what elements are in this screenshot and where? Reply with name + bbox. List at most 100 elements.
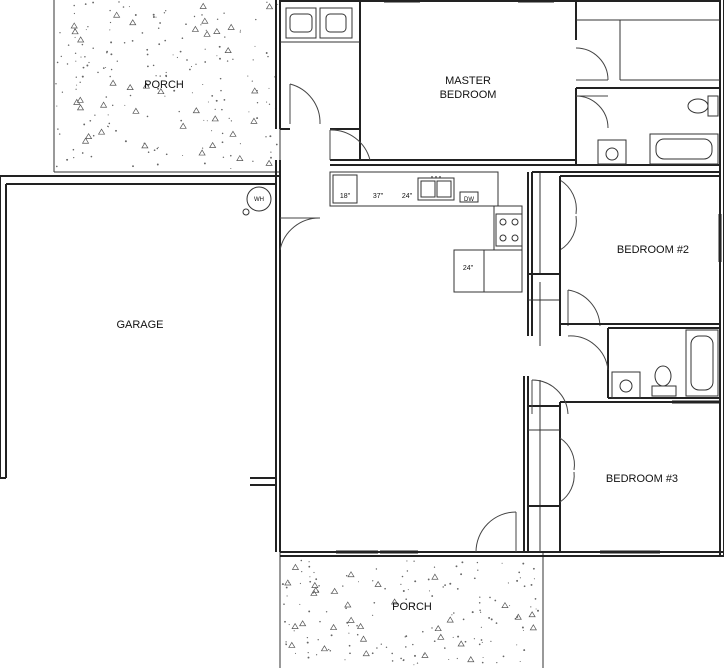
stipple-dot (221, 141, 224, 144)
stipple-dot (55, 83, 57, 85)
stipple-dot (75, 76, 77, 78)
stipple-dot (283, 603, 285, 605)
stipple-dot (92, 134, 95, 137)
stipple-dot (407, 589, 409, 591)
stipple-triangle (129, 19, 137, 26)
stipple-dot (239, 143, 241, 145)
stipple-dot (479, 596, 481, 598)
stipple-dot (348, 644, 351, 647)
stipple-dot (85, 29, 87, 31)
stipple-dot (73, 12, 75, 15)
stipple-dot (157, 87, 160, 90)
hall-toilet-icon (654, 365, 672, 387)
stipple-dot (128, 6, 130, 8)
stipple-dot (173, 89, 176, 92)
stipple-triangle (109, 79, 117, 86)
stipple-dot (73, 4, 75, 7)
stipple-dot (457, 635, 460, 638)
stipple-dot (179, 50, 182, 53)
stipple-dot (61, 91, 64, 93)
stipple-dot (204, 61, 207, 63)
stipple-dot (195, 63, 197, 65)
porch-top-label: PORCH (144, 79, 184, 91)
stipple-triangle (467, 656, 475, 663)
stipple-dot (523, 585, 526, 588)
master-bedroom-label-line1: MASTER (445, 75, 491, 87)
stipple-dot (80, 56, 82, 58)
corner-cabinet-width-label: 24" (463, 265, 474, 272)
stipple-triangle (446, 616, 454, 623)
stipple-dot (405, 646, 407, 648)
stipple-dot (106, 52, 108, 54)
stipple-dot (105, 96, 108, 98)
stipple-dot (97, 71, 99, 74)
stipple-triangle (99, 101, 108, 108)
stipple-dot (400, 657, 402, 660)
stipple-dot (308, 561, 310, 563)
stipple-dot (55, 165, 58, 168)
stipple-triangle (157, 88, 165, 95)
stipple-dot (141, 32, 144, 34)
stipple-dot (156, 163, 159, 166)
stipple-dot (220, 89, 222, 92)
stipple-dot (92, 47, 94, 50)
stipple-dot (476, 561, 479, 564)
stipple-dot (132, 165, 134, 168)
stipple-dot (285, 586, 288, 589)
stipple-dot (318, 585, 320, 587)
stipple-dot (356, 624, 358, 627)
stipple-dot (67, 44, 70, 46)
stipple-triangle (312, 586, 320, 593)
garage-door-swing (279, 217, 321, 251)
stipple-dot (256, 102, 259, 104)
stipple-triangle (344, 601, 352, 608)
stipple-dot (521, 626, 524, 629)
stipple-triangle (265, 159, 273, 166)
stipple-dot (102, 67, 105, 69)
stipple-dot (431, 627, 433, 629)
stipple-triangle (209, 141, 217, 148)
stipple-dot (165, 10, 167, 12)
stipple-dot (72, 148, 75, 151)
stipple-dot (110, 68, 113, 71)
bedroom-3-label: BEDROOM #3 (606, 473, 678, 485)
stipple-dot (516, 579, 519, 582)
stipple-dot (129, 94, 132, 97)
stipple-dot (147, 151, 150, 153)
dishwasher-icon (459, 191, 479, 203)
sink-icon (597, 139, 627, 165)
stipple-dot (308, 610, 311, 613)
stipple-dot (456, 588, 459, 590)
stipple-triangle (329, 623, 338, 630)
stipple-triangle (374, 580, 382, 587)
stipple-dot (315, 654, 318, 656)
bedroom-2-label: BEDROOM #2 (617, 244, 689, 256)
stipple-dot (416, 662, 419, 664)
stipple-triangle (227, 23, 235, 30)
stipple-dot (110, 53, 113, 56)
stipple-dot (471, 611, 474, 614)
stipple-dot (116, 60, 118, 62)
stipple-dot (522, 562, 525, 565)
stipple-triangle (356, 622, 365, 629)
stipple-dot (477, 569, 479, 571)
stipple-dot (56, 61, 59, 64)
stipple-triangle (421, 651, 429, 658)
stipple-triangle (265, 3, 274, 10)
stipple-dot (473, 577, 476, 580)
stipple-dot (401, 575, 404, 578)
stipple-triangle (390, 598, 399, 605)
stipple-dot (533, 578, 535, 580)
stipple-triangle (132, 107, 140, 114)
bedroom-2 (532, 171, 722, 336)
stipple-dot (205, 29, 207, 31)
stipple-dot (155, 75, 157, 77)
stipple-dot (223, 99, 226, 101)
stipple-dot (185, 23, 187, 26)
stipple-dot (537, 609, 539, 612)
stipple-dot (110, 41, 113, 44)
stipple-dot (269, 135, 272, 138)
stipple-triangle (141, 142, 149, 149)
stipple-dot (207, 101, 209, 103)
